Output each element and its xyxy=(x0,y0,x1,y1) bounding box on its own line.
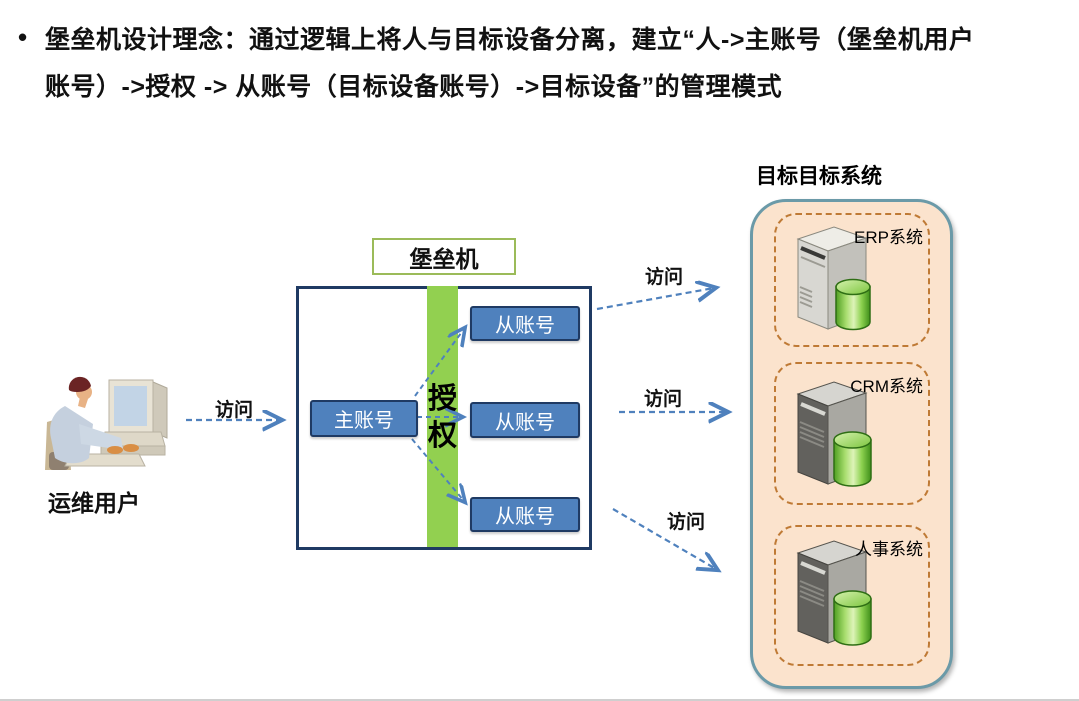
target-systems-title: 目标目标系统 xyxy=(756,165,882,188)
server-icon xyxy=(796,226,871,331)
visit-label-user: 访问 xyxy=(215,400,254,421)
person-at-computer-icon xyxy=(45,376,168,470)
visit-label-erp: 访问 xyxy=(645,267,684,288)
bastion-title: 堡垒机 xyxy=(409,245,479,272)
arrow-bastion-to-erp xyxy=(596,288,714,311)
visit-label-crm: 访问 xyxy=(644,389,683,410)
server-icon xyxy=(796,381,872,487)
bastion-title-box: 堡垒机 xyxy=(372,238,516,275)
sub-account-box-2: 从账号 xyxy=(470,402,580,438)
system-box-erp: ERP系统 xyxy=(774,213,930,347)
system-label-erp: ERP系统 xyxy=(854,228,923,247)
system-box-crm: CRM系统 xyxy=(774,362,930,505)
database-icon xyxy=(833,431,872,487)
server-icon xyxy=(796,540,872,646)
target-systems-container: ERP系统 CRM系统 xyxy=(750,199,953,689)
visit-label-hr: 访问 xyxy=(667,512,706,533)
bullet-marker: • xyxy=(18,22,28,52)
main-account-box: 主账号 xyxy=(310,400,418,437)
database-icon xyxy=(833,590,872,646)
screenshot-bottom-edge xyxy=(0,699,1079,701)
sub-account-box-1: 从账号 xyxy=(470,306,580,341)
sub-account-box-3: 从账号 xyxy=(470,497,580,532)
auth-label: 授权 xyxy=(427,383,457,452)
system-box-hr: 人事系统 xyxy=(774,525,930,666)
ops-user-label: 运维用户 xyxy=(48,490,140,516)
ops-user-figure xyxy=(35,366,175,480)
title-line-1: 堡垒机设计理念：通过逻辑上将人与目标设备分离，建立“人->主账号（堡垒机用户 xyxy=(45,26,975,54)
page-title: 堡垒机设计理念：通过逻辑上将人与目标设备分离，建立“人->主账号（堡垒机用户 账… xyxy=(45,17,974,111)
system-label-crm: CRM系统 xyxy=(850,377,923,396)
title-line-2: 账号）->授权 -> 从账号（目标设备账号）->目标设备”的管理模式 xyxy=(45,73,783,101)
database-icon xyxy=(835,278,871,331)
system-label-hr: 人事系统 xyxy=(855,540,923,559)
